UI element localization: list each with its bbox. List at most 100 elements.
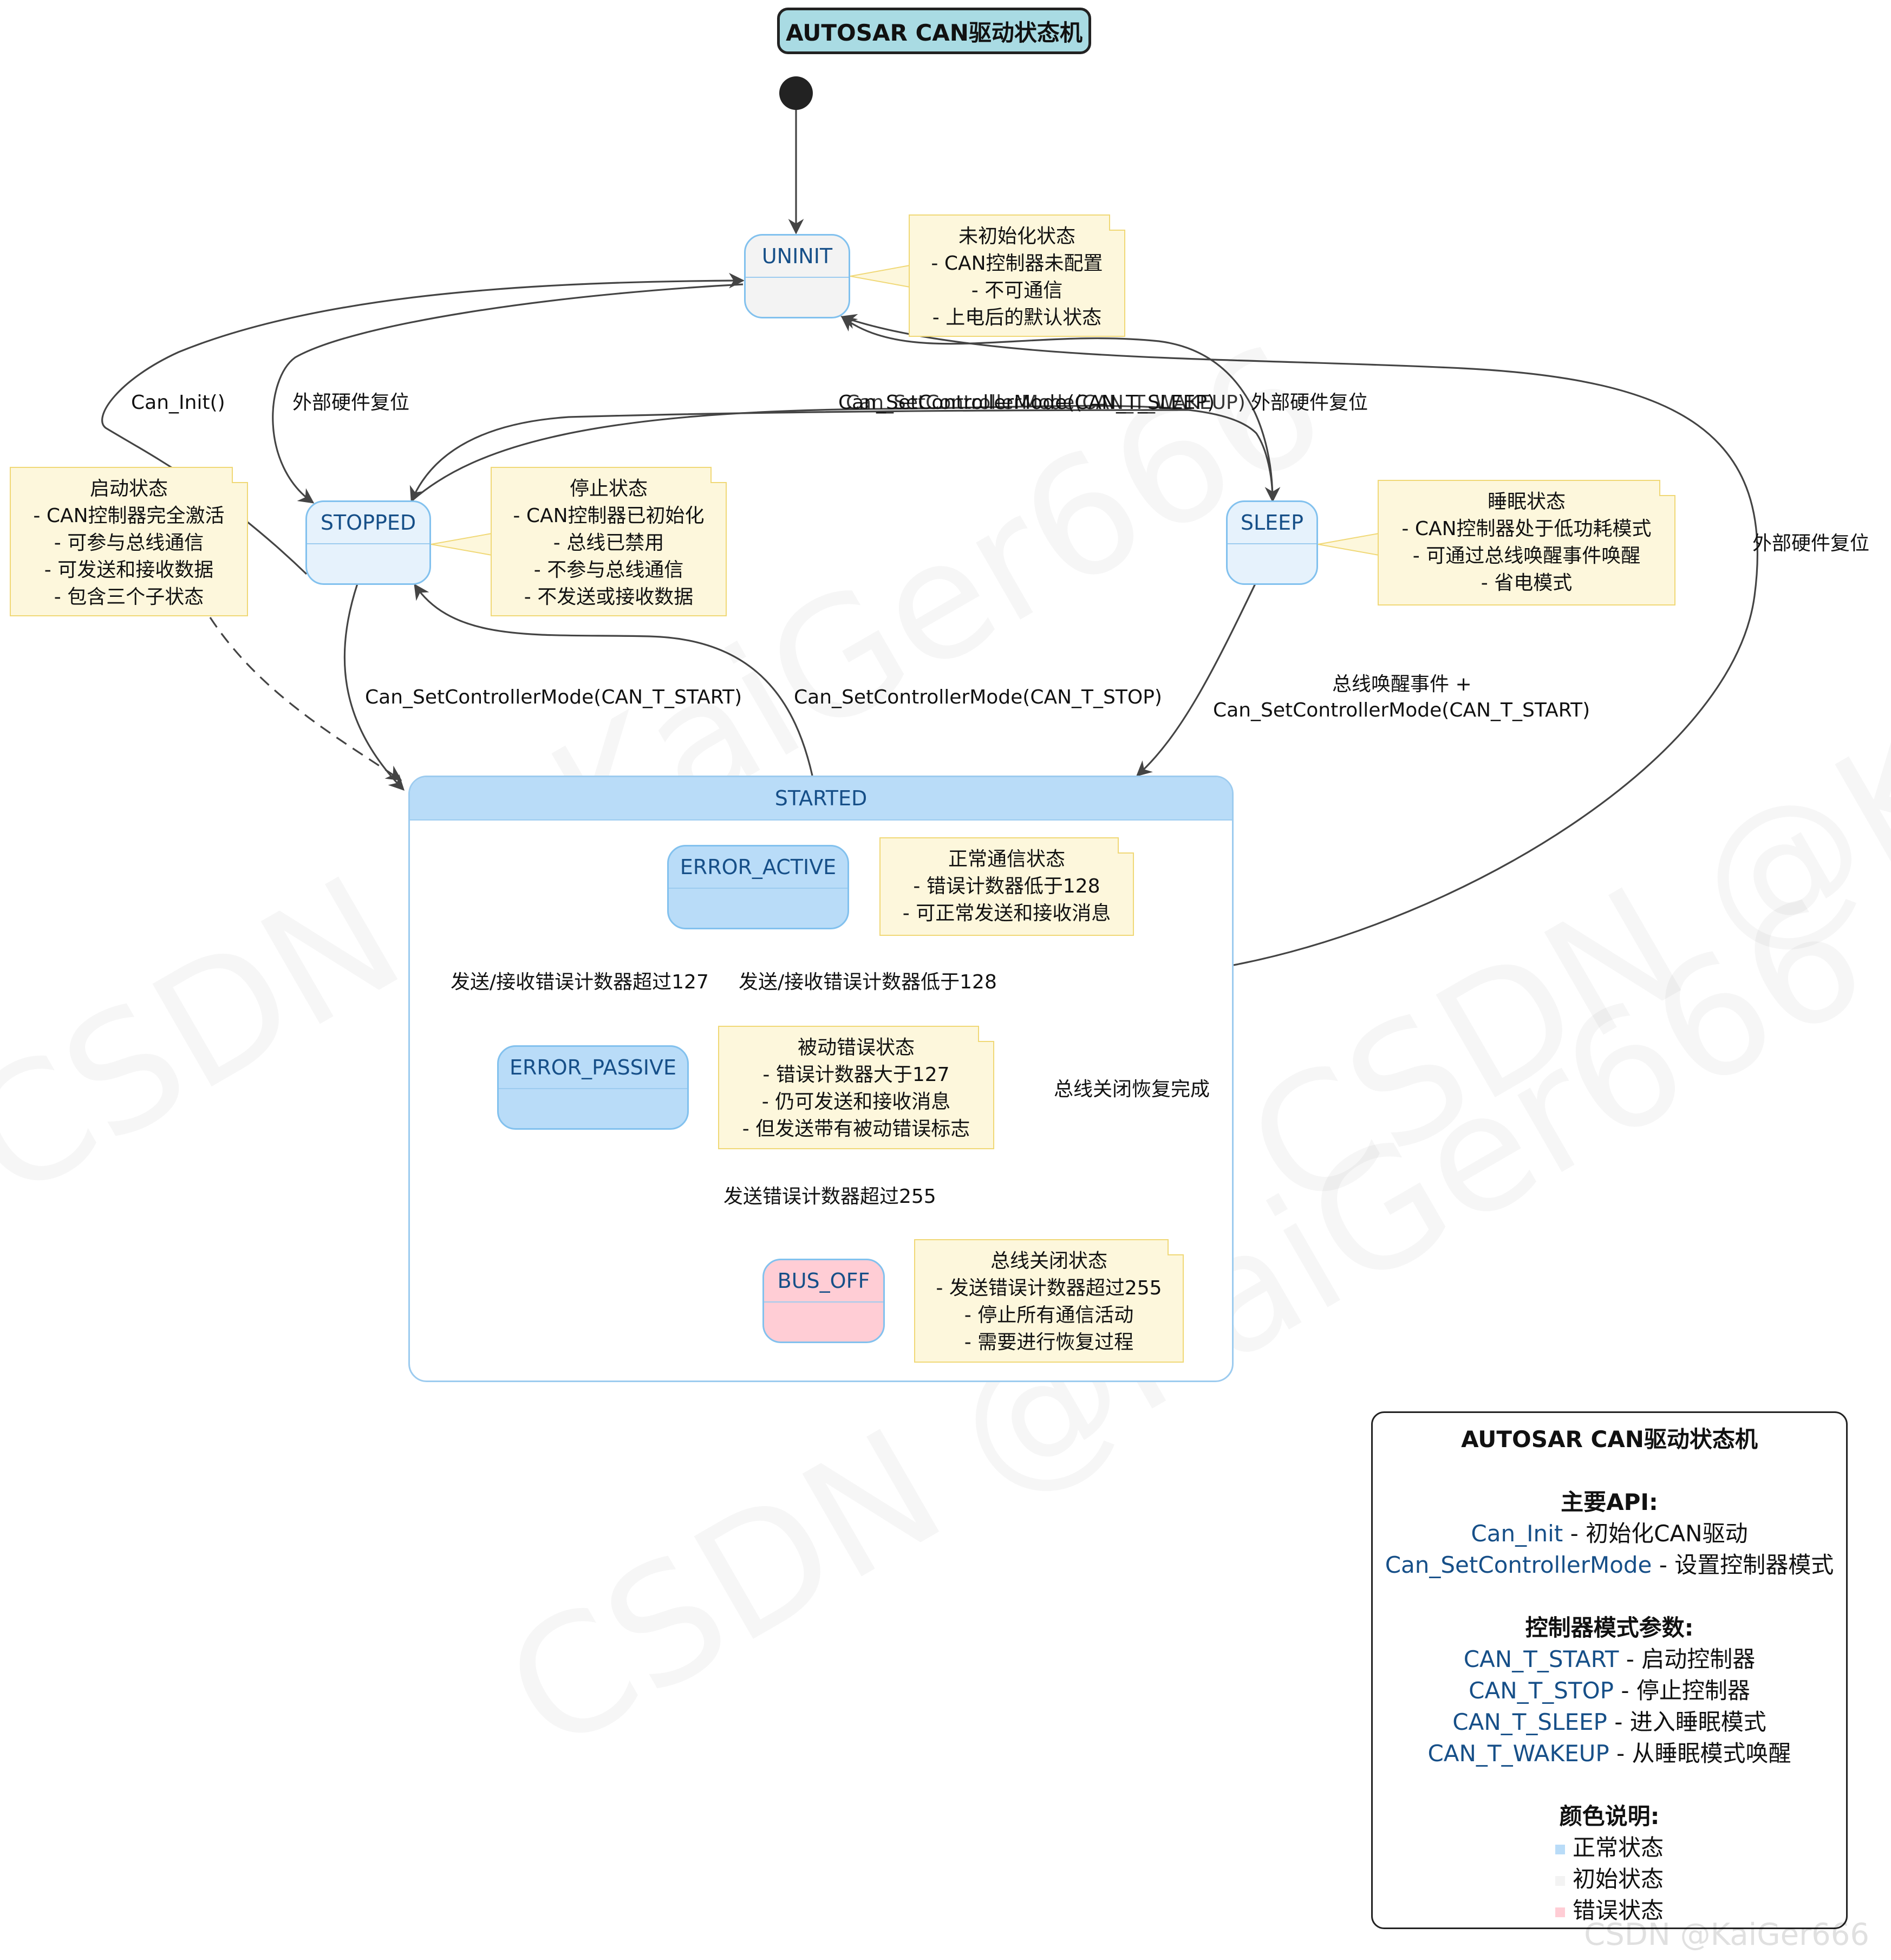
note-line: - CAN控制器已初始化 (513, 505, 705, 527)
note-error-active: 正常通信状态 - 错误计数器低于128 - 可正常发送和接收消息 (879, 837, 1134, 936)
note-line: 正常通信状态 (948, 848, 1065, 870)
legend-api-desc: - 设置控制器模式 (1652, 1552, 1834, 1578)
legend-color-label: 正常状态 (1572, 1834, 1664, 1861)
note-connector-stopped (431, 532, 492, 556)
edge-label-sleep-started-1: 总线唤醒事件 + (1332, 673, 1472, 695)
edge-sleep-started (1136, 583, 1256, 777)
legend-mode-item: CAN_T_STOP - 停止控制器 (1373, 1675, 1846, 1707)
legend-mode-item: CAN_T_WAKEUP - 从睡眠模式唤醒 (1373, 1738, 1846, 1769)
state-sleep: SLEEP (1226, 500, 1318, 585)
legend-mode-desc: - 启动控制器 (1619, 1646, 1756, 1672)
legend-color-item: 正常状态 (1373, 1832, 1846, 1864)
note-line: - 上电后的默认状态 (932, 307, 1102, 329)
legend-swatch (1555, 1844, 1565, 1854)
edge-label-active-passive: 发送/接收错误计数器超过127 (451, 971, 709, 993)
edge-note-started (209, 617, 402, 781)
edge-hw-reset-stopped (272, 283, 744, 504)
edge-label-busoff-active: 总线关闭恢复完成 (1054, 1078, 1210, 1101)
legend-mode-name: CAN_T_STOP (1469, 1677, 1614, 1704)
note-line: - 发送错误计数器超过255 (936, 1277, 1162, 1299)
legend-mode-desc: - 进入睡眠模式 (1607, 1709, 1766, 1735)
note-line: - 可参与总线通信 (54, 532, 204, 554)
note-line: 未初始化状态 (958, 225, 1075, 248)
edge-hw-reset-started (840, 314, 1759, 966)
legend-mode-name: CAN_T_START (1463, 1646, 1619, 1672)
note-started: 启动状态 - CAN控制器完全激活 - 可参与总线通信 - 可发送和接收数据 -… (10, 467, 248, 616)
note-line: - 但发送带有被动错误标志 (742, 1118, 970, 1140)
edge-sleep-stopped (409, 409, 1192, 503)
note-sleep: 睡眠状态 - CAN控制器处于低功耗模式 - 可通过总线唤醒事件唤醒 - 省电模… (1378, 480, 1675, 605)
legend-api-heading: 主要API: (1561, 1489, 1658, 1515)
legend-api-item: Can_Init - 初始化CAN驱动 (1373, 1518, 1846, 1549)
legend-swatch (1555, 1876, 1565, 1886)
legend: AUTOSAR CAN驱动状态机 主要API: Can_Init - 初始化CA… (1371, 1411, 1848, 1929)
edge-label-hw-reset-sleep: 外部硬件复位 (1251, 392, 1368, 414)
state-bus-off-label: BUS_OFF (764, 1260, 883, 1303)
legend-title: AUTOSAR CAN驱动状态机 (1461, 1426, 1758, 1453)
edge-label-stopped-sleep: Can_SetControllerMode(CAN_T_SLEEP) (838, 392, 1215, 414)
state-started-label: STARTED (410, 777, 1232, 821)
legend-color-item: 初始状态 (1373, 1864, 1846, 1895)
note-line: - 停止所有通信活动 (964, 1304, 1134, 1326)
legend-color-heading: 颜色说明: (1559, 1803, 1660, 1829)
note-line: - 需要进行恢复过程 (964, 1331, 1134, 1353)
legend-mode-desc: - 停止控制器 (1613, 1677, 1750, 1704)
edge-hw-reset-sleep (840, 316, 1274, 502)
state-error-passive: ERROR_PASSIVE (497, 1045, 689, 1130)
edge-label-passive-busoff: 发送错误计数器超过255 (723, 1186, 936, 1208)
legend-color-item: 错误状态 (1373, 1895, 1846, 1926)
note-line: - 可通过总线唤醒事件唤醒 (1412, 545, 1641, 567)
legend-swatch (1555, 1907, 1565, 1917)
legend-api-name: Can_SetControllerMode (1385, 1552, 1652, 1578)
note-uninit: 未初始化状态 - CAN控制器未配置 - 不可通信 - 上电后的默认状态 (909, 214, 1125, 337)
edge-label-can-init: Can_Init() (131, 392, 225, 414)
edge-started-stopped (414, 583, 813, 776)
state-error-passive-label: ERROR_PASSIVE (499, 1047, 687, 1089)
note-line: - 不参与总线通信 (533, 559, 684, 581)
state-error-active: ERROR_ACTIVE (667, 845, 849, 929)
legend-mode-name: CAN_T_WAKEUP (1427, 1740, 1609, 1767)
state-stopped: STOPPED (305, 500, 431, 585)
legend-mode-name: CAN_T_SLEEP (1452, 1709, 1607, 1735)
edge-stopped-started (343, 583, 405, 791)
state-uninit-label: UNINIT (746, 236, 849, 278)
note-line: - CAN控制器未配置 (931, 252, 1103, 275)
legend-api-desc: - 初始化CAN驱动 (1563, 1520, 1748, 1547)
note-line: 启动状态 (89, 478, 168, 500)
note-connector-sleep (1318, 532, 1379, 556)
edge-label-passive-active: 发送/接收错误计数器低于128 (739, 971, 997, 993)
legend-color-label: 初始状态 (1572, 1866, 1664, 1892)
state-stopped-label: STOPPED (307, 502, 429, 544)
state-bus-off: BUS_OFF (762, 1259, 885, 1343)
initial-state-dot (779, 76, 813, 110)
note-line: - CAN控制器完全激活 (33, 505, 225, 527)
edge-label-sleep-started-2: Can_SetControllerMode(CAN_T_START) (1213, 699, 1590, 721)
note-line: - 可正常发送和接收消息 (902, 902, 1111, 924)
note-line: 睡眠状态 (1487, 491, 1566, 513)
footer-watermark: CSDN @KaiGer666 (1584, 1917, 1869, 1952)
note-error-passive: 被动错误状态 - 错误计数器大于127 - 仍可发送和接收消息 - 但发送带有被… (718, 1026, 994, 1149)
legend-mode-item: CAN_T_SLEEP - 进入睡眠模式 (1373, 1707, 1846, 1738)
note-connector-uninit (850, 264, 910, 288)
legend-api-name: Can_Init (1471, 1520, 1563, 1547)
note-line: - 不发送或接收数据 (524, 586, 694, 608)
legend-mode-desc: - 从睡眠模式唤醒 (1609, 1740, 1791, 1767)
note-line: - 可发送和接收数据 (44, 559, 214, 581)
edge-label-sleep-stopped: Can_SetControllerMode(CAN_T_WAKEUP) (846, 392, 1246, 414)
edge-label-hw-reset-started: 外部硬件复位 (1752, 532, 1870, 555)
note-line: - 包含三个子状态 (54, 586, 204, 608)
edge-label-stopped-started: Can_SetControllerMode(CAN_T_START) (365, 686, 742, 708)
diagram-title: AUTOSAR CAN驱动状态机 (777, 8, 1091, 54)
state-uninit: UNINIT (744, 234, 850, 318)
note-line: 被动错误状态 (797, 1037, 915, 1059)
state-sleep-label: SLEEP (1228, 502, 1316, 544)
edge-label-hw-reset-stopped: 外部硬件复位 (292, 392, 410, 414)
note-line: 停止状态 (569, 478, 648, 500)
edge-stopped-sleep (410, 405, 1281, 503)
legend-api-item: Can_SetControllerMode - 设置控制器模式 (1373, 1549, 1846, 1581)
edge-label-started-stopped: Can_SetControllerMode(CAN_T_STOP) (794, 686, 1162, 708)
note-line: - 省电模式 (1481, 572, 1573, 594)
note-line: - 错误计数器低于128 (913, 875, 1100, 897)
note-line: - CAN控制器处于低功耗模式 (1401, 518, 1652, 540)
note-line: - 总线已禁用 (553, 532, 664, 554)
